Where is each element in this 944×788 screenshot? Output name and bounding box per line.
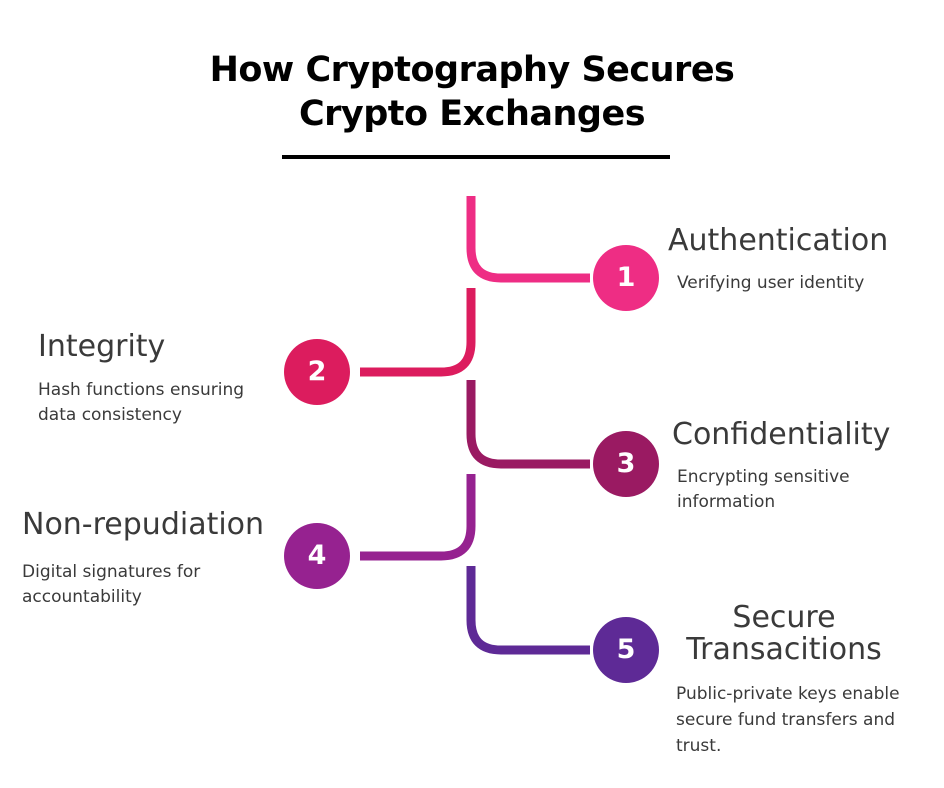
step-4-desc-line-2: accountability bbox=[22, 587, 142, 607]
step-5-heading-line-2: Transacitions bbox=[686, 632, 882, 667]
step-4-heading: Non-repudiation bbox=[22, 507, 265, 542]
page-title: How Cryptography Secures Crypto Exchange… bbox=[0, 48, 944, 136]
step-4-description: Digital signatures for accountability bbox=[22, 560, 200, 610]
step-3-heading: Confidentiality bbox=[672, 417, 891, 452]
step-2-badge: 2 bbox=[284, 339, 350, 405]
title-line-2: Crypto Exchanges bbox=[298, 94, 646, 134]
step-1-desc-line-1: Verifying user identity bbox=[677, 273, 865, 293]
connector-3 bbox=[466, 380, 590, 469]
connector-5 bbox=[466, 566, 590, 655]
connector-2 bbox=[360, 288, 476, 377]
step-2-desc-line-2: data consistency bbox=[38, 405, 182, 425]
connector-1 bbox=[466, 196, 590, 283]
step-1-heading: Authentication bbox=[668, 223, 889, 258]
step-1-badge: 1 bbox=[593, 245, 659, 311]
step-5-desc-line-3: trust. bbox=[676, 736, 722, 756]
step-5-heading-line-1: Secure bbox=[732, 600, 836, 635]
title-line-1: How Cryptography Secures bbox=[209, 50, 735, 90]
step-4-badge: 4 bbox=[284, 523, 350, 589]
step-5-heading: Secure Transacitions bbox=[678, 602, 890, 666]
step-2-desc-line-1: Hash functions ensuring bbox=[38, 380, 245, 400]
step-3-badge: 3 bbox=[593, 431, 659, 497]
step-5-desc-line-2: secure fund transfers and bbox=[676, 710, 896, 730]
step-5-desc-line-1: Public-private keys enable bbox=[676, 684, 900, 704]
step-3-desc-line-1: Encrypting sensitive bbox=[677, 467, 850, 487]
connector-4 bbox=[360, 474, 476, 561]
step-2-description: Hash functions ensuring data consistency bbox=[38, 378, 244, 428]
step-5-badge: 5 bbox=[593, 617, 659, 683]
step-3-description: Encrypting sensitive information bbox=[677, 465, 850, 515]
step-5-description: Public-private keys enable secure fund t… bbox=[676, 681, 900, 759]
step-3-desc-line-2: information bbox=[677, 492, 776, 512]
step-4-desc-line-1: Digital signatures for bbox=[22, 562, 201, 582]
title-underline bbox=[282, 155, 670, 159]
step-1-description: Verifying user identity bbox=[677, 271, 864, 296]
step-2-heading: Integrity bbox=[38, 329, 166, 364]
